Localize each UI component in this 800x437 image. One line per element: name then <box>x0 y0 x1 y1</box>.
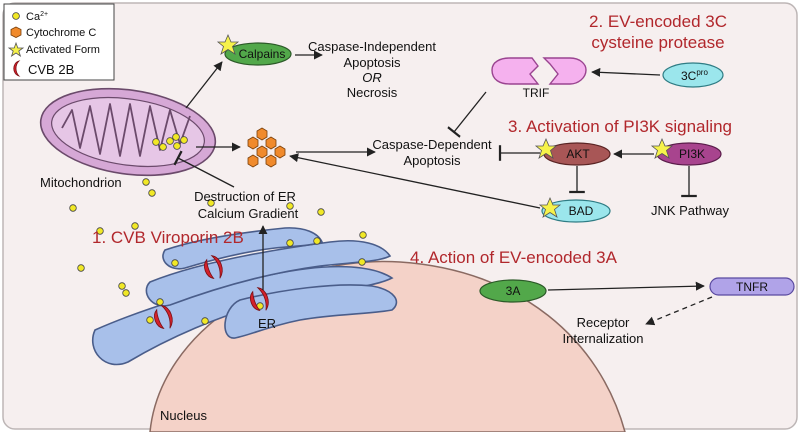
caspase-dependent-line2: Apoptosis <box>403 153 461 168</box>
heading-3c-line1: 2. EV-encoded 3C <box>589 12 727 31</box>
activated-star-icon <box>7 41 25 57</box>
calcium-cluster-mitochondrion <box>152 133 188 151</box>
legend-activated-label: Activated Form <box>26 44 100 56</box>
inhibition-destruction-to-mito <box>173 150 235 188</box>
pathway-connectors <box>173 50 713 326</box>
legend-cvb2b-label: CVB 2B <box>28 62 74 77</box>
receptor-internalization-line2: Internalization <box>563 331 644 346</box>
pi3k-activated-star-icon <box>650 137 674 159</box>
legend-calcium-label: Ca2+ <box>26 11 48 23</box>
viroporin-2b-channels <box>154 255 269 329</box>
cytochrome-c-icon <box>10 26 22 38</box>
caspase-independent-or: OR <box>362 70 382 85</box>
caspase-dependent-line1: Caspase-Dependent <box>372 137 492 152</box>
heading-3c-line2: cysteine protease <box>591 33 724 52</box>
legend: Ca2+ Cytochrome C Activated Form CVB 2B <box>3 3 115 81</box>
protein-3a-node <box>479 279 547 303</box>
heading-3a: 4. Action of EV-encoded 3A <box>410 248 618 267</box>
cytochrome-c-cluster <box>247 127 286 168</box>
caspase-independent-line2: Apoptosis <box>343 55 401 70</box>
protein-3a-label: 3A <box>506 284 521 298</box>
legend-cytochrome-label: Cytochrome C <box>26 27 96 39</box>
calcium-ions-scattered <box>69 178 367 325</box>
calpains-activated-star-icon <box>216 33 240 55</box>
mitochondrion <box>39 87 217 177</box>
bad-label: BAD <box>569 204 594 218</box>
heading-viroporin-2b: 1. CVB Viroporin 2B <box>92 228 244 247</box>
akt-label: AKT <box>566 147 590 161</box>
pi3k-label: PI3K <box>679 147 705 161</box>
caspase-independent-line3: Necrosis <box>347 85 398 100</box>
inhibition-trif-to-caspase-dependent <box>447 91 487 138</box>
arrow-tnfr-to-internalization <box>645 296 713 326</box>
er-label: ER <box>258 316 276 331</box>
receptor-internalization-line1: Receptor <box>577 315 630 330</box>
calpains-node <box>224 42 292 66</box>
arrow-3c-to-trif <box>591 67 661 77</box>
trif-label: TRIF <box>523 86 550 100</box>
caspase-independent-line1: Caspase-Independent <box>308 39 436 54</box>
arrow-mito-to-calpains <box>185 61 223 109</box>
viroporin-2b-icon <box>13 60 21 77</box>
heading-pi3k: 3. Activation of PI3K signaling <box>508 117 732 136</box>
mitochondrion-label: Mitochondrion <box>40 175 122 190</box>
calcium-ion-icon <box>12 12 20 20</box>
destruction-line2: Calcium Gradient <box>198 206 299 221</box>
arrow-3a-to-tnfr <box>547 281 705 291</box>
nucleus-label: Nucleus <box>160 408 207 423</box>
calpains-label: Calpains <box>239 47 286 61</box>
akt-activated-star-icon <box>534 137 558 159</box>
tnfr-receptor <box>709 277 795 296</box>
protease-3c-label: 3Cpro <box>681 68 708 83</box>
trif-cleaved-node <box>491 57 587 85</box>
destruction-line1: Destruction of ER <box>194 189 296 204</box>
protease-3c-node <box>662 62 724 88</box>
arrow-bad-to-cytochrome <box>289 153 541 209</box>
bad-activated-star-icon <box>538 196 562 218</box>
tnfr-label: TNFR <box>736 280 768 294</box>
jnk-pathway-label: JNK Pathway <box>651 203 730 218</box>
